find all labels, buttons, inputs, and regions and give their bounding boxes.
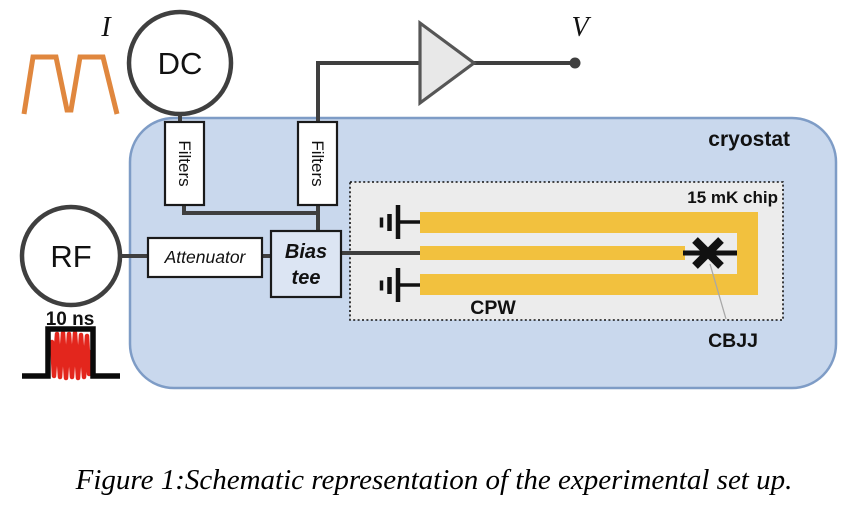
rf-pulse-width-label: 10 ns [46,309,95,330]
cpw-label: CPW [470,297,516,319]
filters-box-output [296,120,339,207]
attenuator-box [146,236,264,279]
cbjj-junction-icon [683,237,737,320]
rf-oscillation-waveform [49,330,94,381]
rf-source-label: RF [50,239,91,274]
voltage-node-dot [569,57,581,69]
cpw-ground-trace-top [420,212,758,233]
bias-tee-box [269,229,343,299]
cryostat-label: cryostat [708,128,790,151]
bias-tee-label-line2: tee [292,267,321,289]
bias-tee-label-line1: Bias [285,241,327,263]
filters-dc-label: Filters [175,140,194,186]
wire-dcfilters-to-biastee [182,204,318,215]
cpw-center-conductor [420,246,685,260]
amplifier-icon [418,19,477,107]
ground-symbol-bottom [379,268,420,302]
ground-symbol-top [379,205,420,239]
dc-source-label: DC [158,46,203,81]
cpw-waveguide [420,212,758,295]
voltage-label: V [571,12,591,43]
attenuator-label: Attenuator [164,247,247,267]
cbjj-callout-line [709,263,727,320]
cbjj-label: CBJJ [708,330,758,352]
current-pulse-waveform [21,54,120,115]
figure-caption: Figure 1:Schematic representation of the… [75,464,793,496]
filters-output-label: Filters [308,140,327,186]
current-label: I [100,12,112,43]
experimental-setup-schematic: Filters Filters Attenuator Bias tee DC R… [19,9,838,390]
cpw-ground-trace-bottom [420,274,758,295]
dc-source-circle [126,9,234,117]
rf-pulse-envelope [22,326,120,379]
cpw-ground-trace-right [737,212,758,295]
filters-box-dc [163,120,206,207]
rf-source-circle [19,204,123,308]
chip-label: 15 mK chip [687,188,778,207]
